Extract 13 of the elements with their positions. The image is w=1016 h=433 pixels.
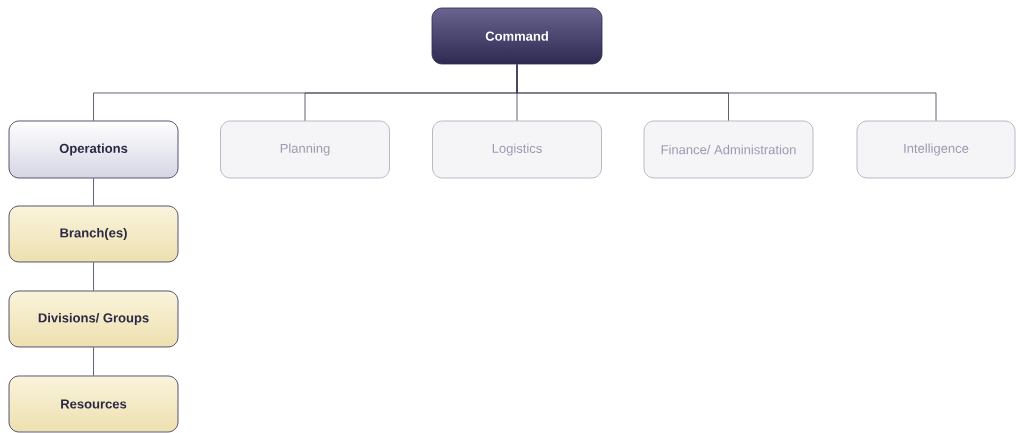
unit-box: Branch(es)	[8, 205, 179, 263]
unit-box: Finance/ Administration	[643, 120, 814, 179]
connector-line	[516, 64, 937, 121]
unit-box: Logistics	[432, 120, 602, 179]
connector-line	[93, 262, 94, 291]
unit-box: Planning	[220, 120, 390, 179]
unit-box: Operations	[8, 120, 179, 179]
unit-box: Resources	[8, 375, 179, 433]
connector-line	[93, 178, 94, 206]
command-box: Command	[431, 7, 603, 65]
unit-box: Intelligence	[856, 120, 1016, 179]
connector-line	[93, 347, 94, 376]
unit-box: Divisions/ Groups	[8, 290, 179, 348]
